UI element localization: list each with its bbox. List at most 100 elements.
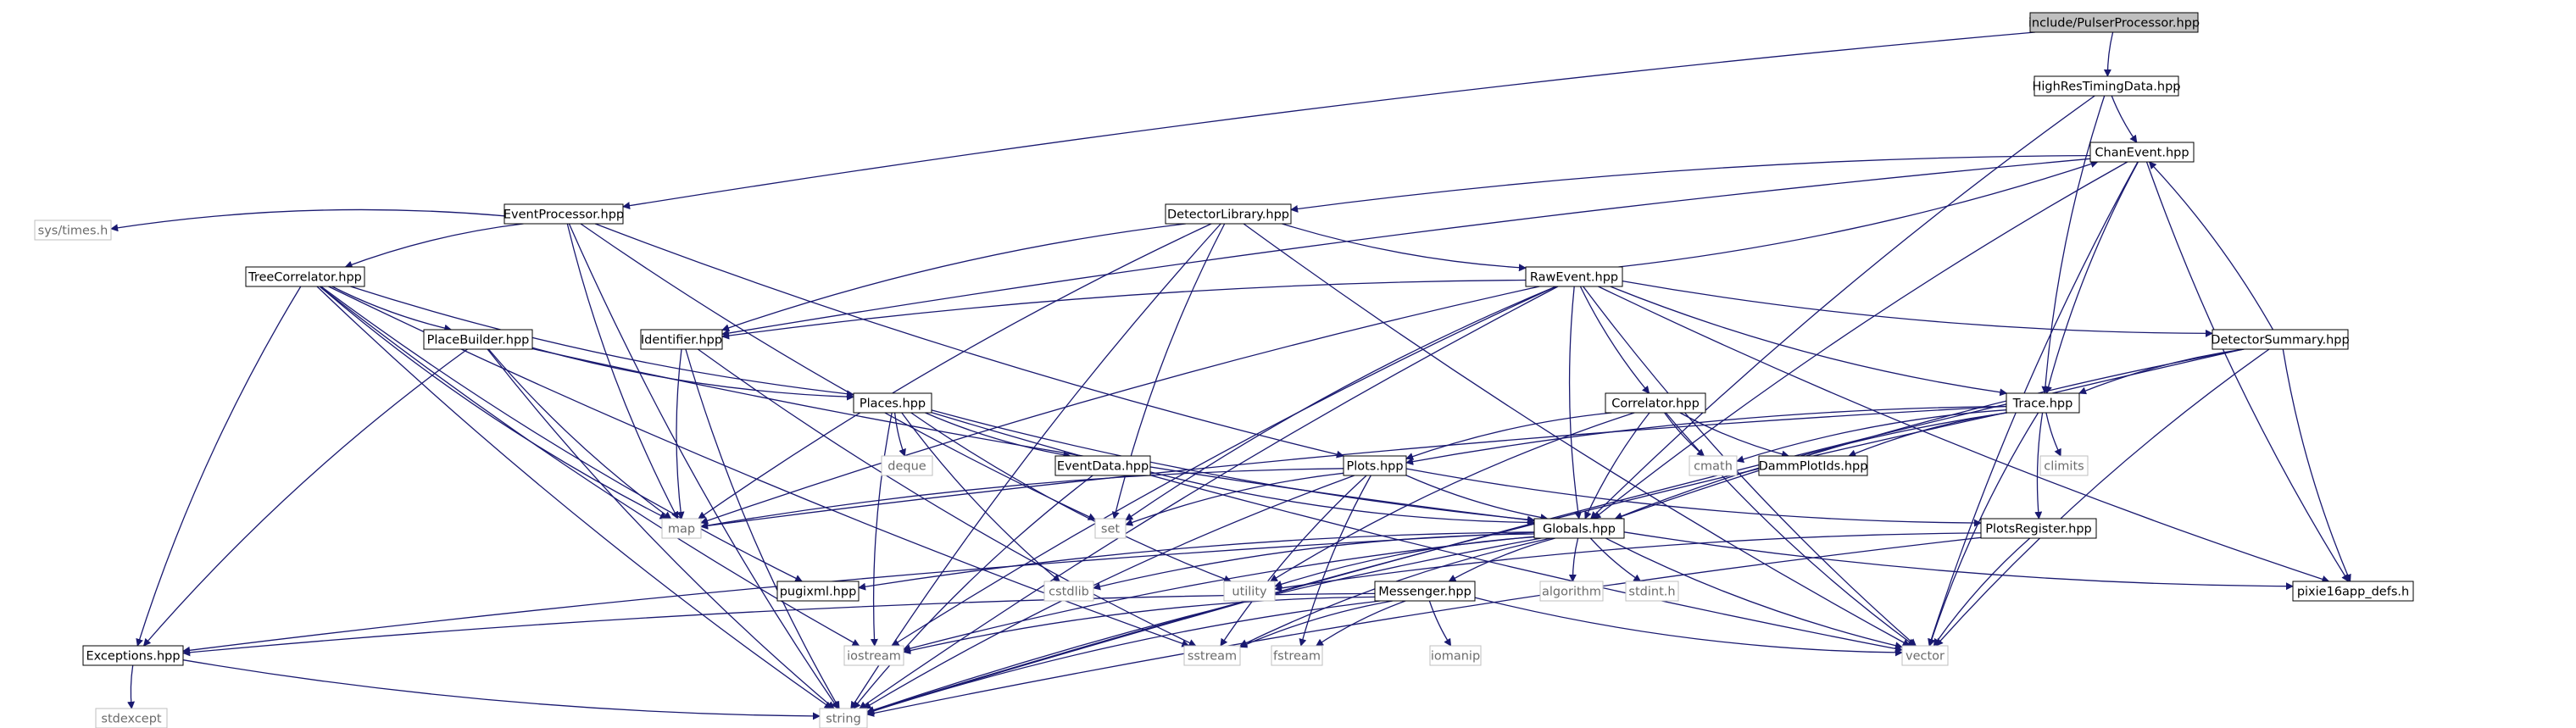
edge-ident-to-map bbox=[676, 348, 685, 520]
node-box-chan bbox=[2089, 142, 2195, 163]
node-string: string bbox=[819, 708, 868, 728]
node-sstream: sstream bbox=[1183, 645, 1241, 666]
node-pugixml[interactable]: pugixml.hpp bbox=[776, 581, 860, 602]
node-vector: vector bbox=[1901, 645, 1949, 666]
edge-correl-to-utility bbox=[1270, 412, 1635, 582]
node-box-evproc bbox=[504, 203, 624, 225]
edges-layer bbox=[110, 31, 2351, 720]
edge-evdata-to-globals bbox=[1149, 471, 1535, 526]
node-box-algorithm bbox=[1539, 581, 1604, 602]
edge-hrtd-to-globals bbox=[1590, 95, 2095, 520]
node-detsum[interactable]: DetectorSummary.hpp bbox=[2211, 329, 2350, 350]
node-box-utility bbox=[1223, 581, 1276, 602]
edge-treecorr-to-pugixml bbox=[320, 286, 804, 582]
node-chan[interactable]: ChanEvent.hpp bbox=[2089, 142, 2195, 163]
node-messenger[interactable]: Messenger.hpp bbox=[1374, 581, 1476, 602]
node-pixie[interactable]: pixie16app_defs.h bbox=[2292, 581, 2414, 602]
edge-plots-to-globals bbox=[1405, 475, 1549, 521]
node-detlib[interactable]: DetectorLibrary.hpp bbox=[1165, 203, 1292, 225]
node-label-places: Places.hpp bbox=[860, 397, 926, 411]
edge-chan-to-ident bbox=[721, 158, 2091, 337]
edge-evproc-to-plots bbox=[594, 223, 1344, 458]
edge-evproc-to-treecorr bbox=[344, 223, 524, 269]
node-label-systimes: sys/times.h bbox=[38, 225, 108, 238]
edge-trace-to-map bbox=[700, 405, 2007, 530]
edge-pulser-to-evproc bbox=[622, 31, 2035, 210]
node-pulser: include/PulserProcessor.hpp bbox=[2028, 12, 2200, 33]
edge-trace-to-damm bbox=[1848, 412, 2007, 458]
node-label-trace: Trace.hpp bbox=[2012, 397, 2073, 411]
edge-pulser-to-hrtd bbox=[2103, 31, 2114, 77]
node-stdinth: stdint.h bbox=[1625, 581, 1679, 602]
edge-places-to-utility bbox=[910, 412, 1232, 583]
node-box-evdata bbox=[1054, 455, 1151, 476]
node-label-fstream: fstream bbox=[1273, 650, 1321, 664]
edge-detlib-to-rawev bbox=[1282, 223, 1527, 272]
edge-globals-to-exceptions bbox=[182, 531, 1535, 654]
edge-rawev-to-string bbox=[859, 286, 1559, 709]
node-set: set bbox=[1094, 518, 1127, 539]
node-label-iostream: iostream bbox=[847, 650, 901, 664]
node-places[interactable]: Places.hpp bbox=[853, 392, 932, 414]
edge-plots-to-map bbox=[700, 468, 1344, 530]
node-label-evdata: EventData.hpp bbox=[1057, 460, 1149, 474]
node-ident[interactable]: Identifier.hpp bbox=[640, 329, 723, 350]
nodes-layer: include/PulserProcessor.hppHighResTiming… bbox=[34, 12, 2414, 728]
node-treecorr[interactable]: TreeCorrelator.hpp bbox=[245, 266, 365, 287]
edge-globals-to-string bbox=[866, 537, 1542, 714]
node-box-cmath bbox=[1689, 455, 1738, 476]
edge-evproc-to-set bbox=[580, 223, 1096, 520]
edge-treecorr-to-places bbox=[350, 286, 854, 398]
node-box-vector bbox=[1901, 645, 1949, 666]
node-label-cmath: cmath bbox=[1694, 460, 1733, 474]
node-label-ident: Identifier.hpp bbox=[641, 334, 722, 347]
edge-plots-to-plotsreg bbox=[1405, 468, 1982, 527]
node-plotsreg[interactable]: PlotsRegister.hpp bbox=[1980, 518, 2097, 539]
node-box-detsum bbox=[2212, 329, 2349, 350]
node-placeb[interactable]: PlaceBuilder.hpp bbox=[423, 329, 533, 350]
node-label-detsum: DetectorSummary.hpp bbox=[2211, 334, 2349, 347]
edge-trace-to-plotsreg bbox=[2034, 412, 2044, 520]
node-correl[interactable]: Correlator.hpp bbox=[1605, 392, 1706, 414]
node-label-utility: utility bbox=[1232, 586, 1267, 599]
edge-detsum-to-globals bbox=[1614, 348, 2245, 520]
node-box-map bbox=[661, 518, 702, 539]
edge-chan-to-pixie bbox=[2145, 161, 2350, 582]
node-box-plots bbox=[1343, 455, 1407, 476]
node-box-string bbox=[819, 708, 868, 728]
node-systimes: sys/times.h bbox=[34, 220, 112, 241]
node-box-globals bbox=[1533, 518, 1625, 539]
edge-messenger-to-iomanip bbox=[1428, 600, 1452, 647]
edge-treecorr-to-exceptions bbox=[136, 286, 302, 647]
edge-rawev-to-trace bbox=[1610, 286, 2008, 397]
node-algorithm: algorithm bbox=[1539, 581, 1604, 602]
edge-trace-to-string bbox=[866, 412, 2007, 714]
node-label-pugixml: pugixml.hpp bbox=[780, 586, 857, 599]
edge-detlib-to-map bbox=[698, 223, 1212, 520]
node-hrtd[interactable]: HighResTimingData.hpp bbox=[2032, 75, 2181, 97]
edge-placeb-to-exceptions bbox=[142, 348, 468, 647]
edge-messenger-to-vector bbox=[1474, 597, 1903, 657]
edge-places-to-evdata bbox=[925, 412, 1071, 459]
node-plots[interactable]: Plots.hpp bbox=[1343, 455, 1407, 476]
node-trace[interactable]: Trace.hpp bbox=[2006, 392, 2080, 414]
node-evdata[interactable]: EventData.hpp bbox=[1054, 455, 1151, 476]
edge-globals-to-vector bbox=[1605, 537, 1903, 650]
node-exceptions[interactable]: Exceptions.hpp bbox=[82, 645, 184, 666]
node-box-climits bbox=[2039, 455, 2089, 476]
node-box-stdexcept bbox=[95, 708, 168, 728]
edge-trace-to-plots bbox=[1405, 405, 2007, 465]
node-rawev[interactable]: RawEvent.hpp bbox=[1525, 266, 1623, 287]
node-label-correl: Correlator.hpp bbox=[1611, 397, 1700, 411]
node-evproc[interactable]: EventProcessor.hpp bbox=[504, 203, 624, 225]
edge-treecorr-to-string bbox=[316, 286, 832, 709]
edge-rawev-to-iostream bbox=[891, 286, 1556, 647]
node-damm[interactable]: DammPlotIds.hpp bbox=[1758, 455, 1868, 476]
node-cmath: cmath bbox=[1689, 455, 1738, 476]
edge-hrtd-to-chan bbox=[2111, 95, 2138, 143]
edge-exceptions-to-string bbox=[182, 659, 821, 720]
edge-rawev-to-pixie bbox=[1598, 286, 2330, 583]
node-globals[interactable]: Globals.hpp bbox=[1533, 518, 1625, 539]
edge-globals-to-messenger bbox=[1448, 537, 1555, 582]
